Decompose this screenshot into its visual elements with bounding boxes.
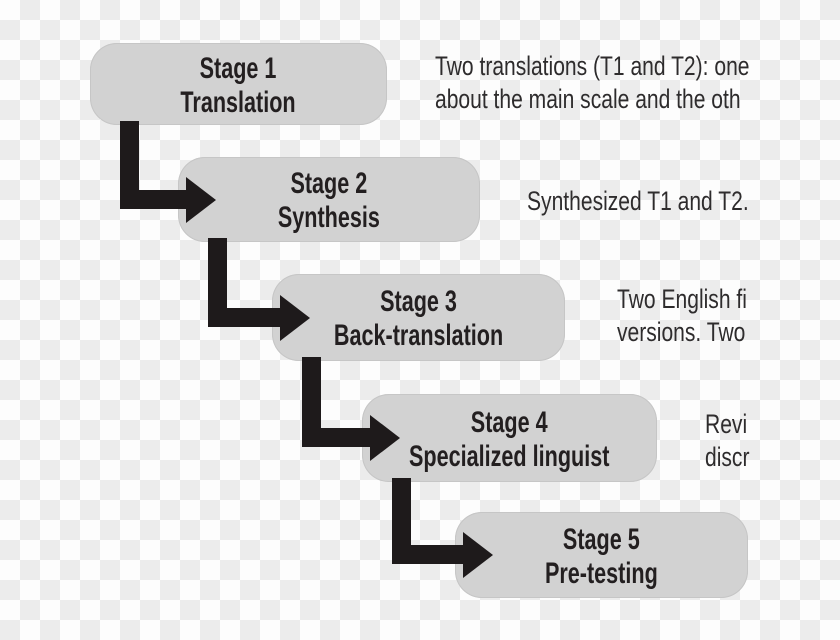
stage-3-description-line-2: versions. Two xyxy=(617,317,746,347)
stage-3-subtitle: Back-translation xyxy=(333,319,504,352)
arrow-stage-3-to-4-icon xyxy=(302,357,400,461)
arrow-stage-2-to-3-icon xyxy=(208,238,310,341)
stage-1-description-line-2: about the main scale and the oth xyxy=(435,84,741,114)
stage-4-description: Revi discr xyxy=(705,408,749,474)
stage-5-label: Stage 5 Pre-testing xyxy=(545,520,658,591)
stage-2-title: Stage 2 xyxy=(290,167,368,200)
stage-3-description-line-1: Two English fi xyxy=(617,284,747,314)
stage-5-subtitle: Pre-testing xyxy=(545,556,658,590)
stage-5-title: Stage 5 xyxy=(563,522,640,556)
stage-3-title: Stage 3 xyxy=(380,285,457,318)
flow-node-stage-1: Stage 1 Translation xyxy=(90,43,387,125)
stage-1-title: Stage 1 xyxy=(200,51,277,85)
stage-4-description-line-2: discr xyxy=(705,442,750,472)
flow-node-stage-3: Stage 3 Back-translation xyxy=(272,274,565,361)
stage-3-description: Two English fi versions. Two xyxy=(617,283,747,349)
stage-1-label: Stage 1 Translation xyxy=(181,49,296,120)
flow-arrows-layer xyxy=(120,121,493,578)
stage-1-subtitle: Translation xyxy=(180,85,297,119)
flow-node-stage-5: Stage 5 Pre-testing xyxy=(455,512,748,598)
stage-3-label: Stage 3 Back-translation xyxy=(334,282,503,353)
figure-content: Stage 1 Translation Stage 2 Synthesis St… xyxy=(90,43,750,598)
stage-4-label: Stage 4 Specialized linguist xyxy=(409,403,609,474)
flow-node-stage-4: Stage 4 Specialized linguist xyxy=(362,394,657,482)
stage-4-title: Stage 4 xyxy=(471,405,548,439)
flow-node-stage-2: Stage 2 Synthesis xyxy=(178,157,480,242)
stage-4-subtitle: Specialized linguist xyxy=(409,439,610,473)
stage-2-description: Synthesized T1 and T2. xyxy=(527,185,749,218)
arrow-stage-1-to-2-icon xyxy=(120,121,216,223)
stage-2-description-line-1: Synthesized T1 and T2. xyxy=(527,186,749,216)
stage-1-description-line-1: Two translations (T1 and T2): one xyxy=(435,51,750,81)
stage-2-label: Stage 2 Synthesis xyxy=(278,164,380,235)
arrow-stage-4-to-5-icon xyxy=(392,478,493,578)
stage-1-description: Two translations (T1 and T2): one about … xyxy=(435,50,750,116)
stage-4-description-line-1: Revi xyxy=(705,409,748,439)
stage-2-subtitle: Synthesis xyxy=(277,201,381,234)
